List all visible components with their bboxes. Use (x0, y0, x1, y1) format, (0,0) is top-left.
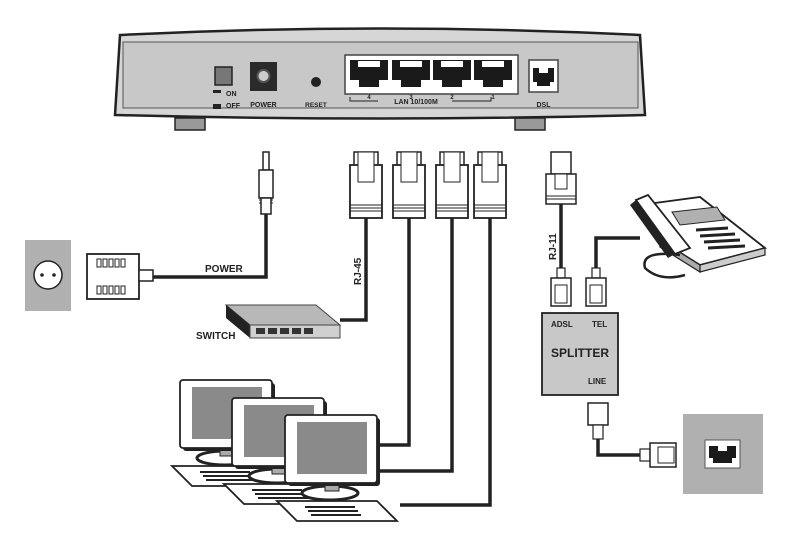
lan-port-3: 3 (392, 60, 430, 101)
splitter-adsl-label: ADSL (551, 320, 573, 329)
lan-port-number: 3 (409, 95, 413, 101)
rj11-label: RJ-11 (548, 233, 559, 260)
splitter-title: SPLITTER (551, 346, 609, 360)
switch-on-label: ON (226, 91, 237, 98)
line-cable (587, 402, 677, 468)
switch-port (280, 328, 289, 334)
rj11-plug-top (545, 151, 577, 270)
lan-port-4: 4 (350, 60, 388, 101)
splitter: ADSL TEL SPLITTER LINE (541, 312, 619, 396)
lan-port-number: 4 (367, 95, 371, 101)
telephone (630, 193, 767, 279)
computer-3 (274, 414, 400, 522)
switch-port (304, 328, 313, 334)
power-switch (214, 66, 233, 86)
reset-label: RESET (305, 102, 327, 109)
reset-button (311, 77, 321, 87)
wall-outlet (25, 240, 71, 311)
wall-phone-jack (683, 414, 763, 494)
splitter-adsl-plug (550, 267, 572, 307)
dsl-port-label: DSL (537, 102, 552, 109)
power-adapter (86, 253, 154, 300)
rj45-plug (349, 151, 383, 219)
network-switch: SWITCH (196, 218, 368, 342)
rj45-label: RJ-45 (353, 257, 364, 285)
lan-label: LAN 10/100M (394, 99, 438, 106)
power-port-label: POWER (250, 102, 276, 109)
switch-port (256, 328, 265, 334)
router-foot-left (174, 117, 206, 131)
lan-port-number: 2 (450, 95, 454, 101)
switch-label: SWITCH (196, 331, 235, 342)
rj45-plug (435, 151, 469, 219)
splitter-tel-plug (585, 236, 640, 307)
splitter-line-label: LINE (588, 377, 607, 386)
lan-port-number: 1 (491, 95, 495, 101)
lan-port-2: 2 (433, 60, 471, 101)
switch-port (292, 328, 301, 334)
power-cable: POWER (152, 151, 274, 279)
lan-cable-1 (400, 218, 492, 507)
rj45-plug (392, 151, 426, 219)
power-cable-label: POWER (205, 264, 244, 275)
lan-port-1: 1 (474, 60, 512, 101)
switch-off-label: OFF (226, 103, 241, 110)
lan-cable-3 (380, 218, 411, 447)
splitter-tel-label: TEL (592, 320, 607, 329)
lan-cable-2 (380, 218, 454, 473)
rj45-plug (473, 151, 507, 219)
screen (297, 422, 367, 474)
router-foot-right (514, 117, 546, 131)
router-back-panel: ON OFF POWER RESET 4 3 2 1 LAN 10/100M DSL (113, 27, 647, 131)
switch-port (268, 328, 277, 334)
